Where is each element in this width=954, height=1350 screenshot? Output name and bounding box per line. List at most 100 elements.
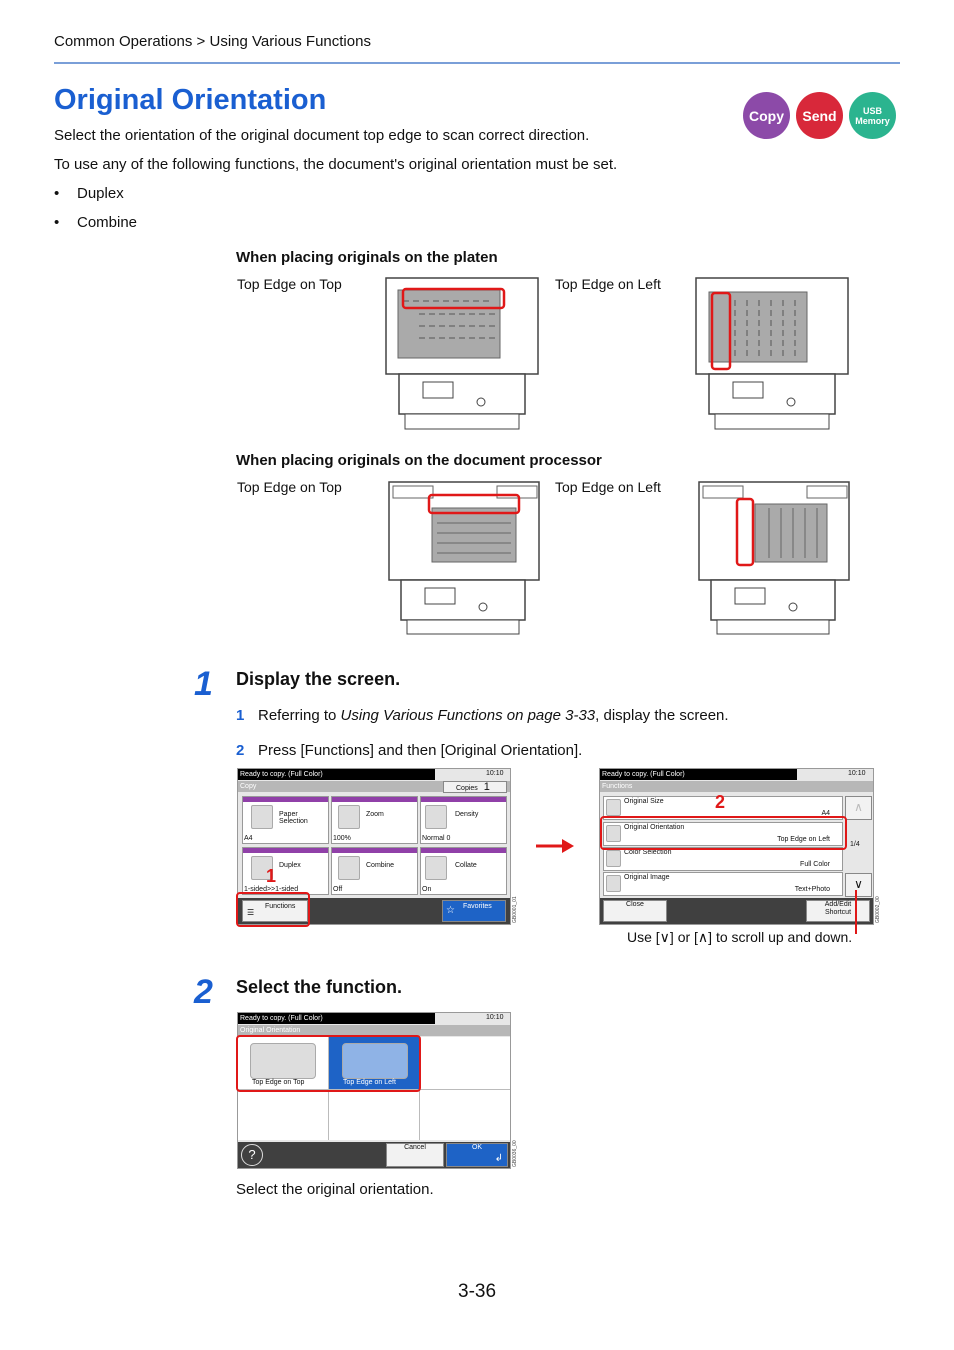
cross-reference-link[interactable]: Using Various Functions on page 3-33 — [340, 707, 596, 724]
orientation-tab: Original Orientation — [238, 1025, 510, 1036]
help-icon[interactable]: ? — [241, 1144, 263, 1166]
row-value: Text+Photo — [794, 886, 830, 893]
duplex-icon — [251, 856, 273, 880]
tile-value: Off — [333, 886, 343, 893]
row-title: Original Orientation — [624, 824, 685, 831]
top-edge-icon — [250, 1043, 316, 1079]
bullet-text: Duplex — [77, 185, 124, 202]
clock: 10:10 — [486, 1014, 504, 1021]
substep-number: 1 — [236, 707, 245, 724]
color-icon — [606, 850, 621, 867]
copies-field[interactable]: Copies 1 — [443, 781, 507, 793]
paper-selection-tile[interactable]: Paper Selection A4 — [242, 796, 329, 844]
substep-1: 1 Referring to Using Various Functions on… — [236, 707, 729, 724]
usb-badge-line1: USB — [862, 105, 882, 116]
usb-badge-line2: Memory — [855, 115, 890, 126]
tile-value: Normal 0 — [422, 835, 451, 842]
orientation-highlight — [600, 816, 847, 850]
scroll-down-button[interactable]: ∨ — [845, 873, 872, 897]
tile-value: A4 — [244, 835, 253, 842]
header-rule — [54, 62, 900, 64]
combine-icon — [338, 856, 360, 880]
top-edge-on-left-option[interactable]: Top Edge on Left — [329, 1037, 419, 1090]
substep-number: 2 — [236, 742, 245, 759]
close-button[interactable]: Close — [603, 900, 667, 922]
bullet-combine: •Combine — [54, 214, 138, 231]
figure-code: GB0002_00 — [875, 896, 881, 923]
paper-icon — [251, 805, 273, 829]
copy-tab: Copy — [238, 781, 510, 792]
clock: 10:10 — [848, 770, 866, 777]
scroll-up-button[interactable]: ∧ — [845, 796, 872, 820]
row-value: Top Edge on Left — [777, 836, 830, 843]
bullet-text: Combine — [77, 214, 138, 231]
favorites-button[interactable]: ☆ Favorites — [442, 900, 506, 922]
intro-text: Select the orientation of the original d… — [54, 127, 590, 144]
left-edge-icon — [342, 1043, 408, 1079]
size-icon — [606, 799, 621, 816]
platen-heading: When placing originals on the platen — [236, 249, 498, 266]
zoom-tile[interactable]: Zoom 100% — [331, 796, 418, 844]
row-value: Full Color — [800, 861, 830, 868]
row-title: Original Image — [624, 874, 670, 881]
button-label: Add/Edit — [824, 901, 852, 908]
density-tile[interactable]: Density Normal 0 — [420, 796, 507, 844]
button-label: Favorites — [463, 903, 492, 910]
duplex-tile[interactable]: Duplex 1-sided>>1-sided — [242, 847, 329, 895]
copies-label: Copies — [456, 785, 478, 792]
tile-label: Collate — [455, 862, 477, 869]
collate-icon — [425, 856, 447, 880]
empty-cell — [329, 1090, 420, 1140]
options-highlight — [236, 1035, 421, 1092]
tile-label: Paper Selection — [279, 811, 308, 825]
step-title-1: Display the screen. — [236, 669, 401, 689]
empty-cell — [238, 1090, 329, 1140]
row-title: Original Size — [624, 798, 664, 805]
row-title: Color Selection — [624, 849, 672, 856]
functions-screen-panel: Ready to copy. (Full Color) 10:10 Functi… — [599, 768, 874, 925]
tile-label: Zoom — [366, 811, 384, 818]
cancel-button[interactable]: Cancel — [386, 1143, 444, 1167]
substep-text-end: , display the screen. — [595, 707, 729, 724]
page-title: Original Orientation — [54, 84, 327, 116]
zoom-icon — [338, 805, 360, 829]
image-icon — [606, 875, 621, 892]
empty-cell — [420, 1090, 510, 1140]
functions-highlight — [236, 892, 310, 927]
arrow-right-icon — [536, 839, 574, 853]
status-bar: Ready to copy. (Full Color) — [600, 769, 797, 780]
star-icon: ☆ — [446, 905, 455, 916]
step-title-2: Select the function. — [236, 977, 403, 997]
platen-caption-left: Top Edge on Left — [555, 276, 661, 292]
substep-text: Referring to — [258, 707, 341, 724]
status-bar: Ready to copy. (Full Color) — [238, 1013, 435, 1024]
callout-line — [855, 890, 857, 934]
callout-1: 1 — [266, 866, 277, 886]
substep-2: 2 Press [Functions] and then [Original Or… — [236, 742, 582, 759]
processor-caption-left: Top Edge on Left — [555, 479, 661, 495]
status-bar: Ready to copy. (Full Color) — [238, 769, 435, 780]
breadcrumb: Common Operations > Using Various Functi… — [54, 33, 371, 50]
ok-button[interactable]: OK↲ — [446, 1143, 508, 1167]
combine-tile[interactable]: Combine Off — [331, 847, 418, 895]
top-edge-on-top-option[interactable]: Top Edge on Top — [238, 1037, 329, 1090]
platen-top-illustration — [385, 277, 539, 430]
processor-left-illustration — [698, 481, 850, 635]
figure-code: GB0036_00 — [512, 1140, 518, 1167]
bullet-duplex: •Duplex — [54, 185, 124, 202]
substep-text: Press [Functions] and then [Original Ori… — [258, 742, 583, 759]
copy-badge: Copy — [743, 92, 790, 139]
processor-top-illustration — [388, 481, 540, 635]
processor-caption-top: Top Edge on Top — [237, 479, 342, 495]
row-value: A4 — [821, 810, 830, 817]
functions-tab: Functions — [600, 781, 873, 792]
density-icon — [425, 805, 447, 829]
button-label: OK — [471, 1144, 483, 1151]
copies-value: 1 — [483, 781, 490, 793]
functions-button[interactable]: ☰Functions — [242, 900, 308, 922]
collate-tile[interactable]: Collate On — [420, 847, 507, 895]
